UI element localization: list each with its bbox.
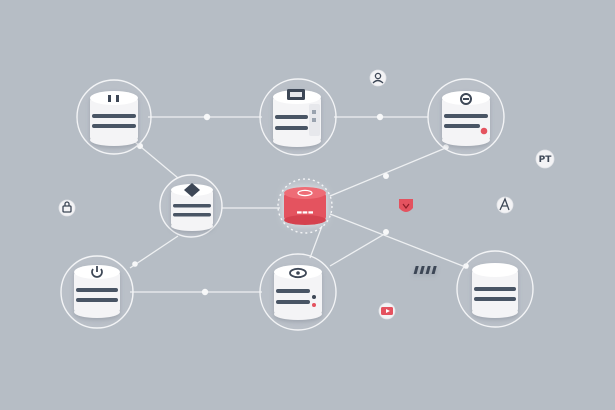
database-node-top-center[interactable] xyxy=(273,89,321,147)
edge-c-br xyxy=(329,213,469,269)
edge-dot xyxy=(201,288,209,296)
eye-icon xyxy=(289,267,307,279)
database-node-bottom-right[interactable] xyxy=(413,263,518,318)
database-node-bottom-left[interactable] xyxy=(74,265,120,318)
no-entry-icon xyxy=(460,93,472,105)
bars-icon xyxy=(413,266,437,274)
edge-ml-bl xyxy=(129,235,179,269)
database-node-bottom-center[interactable] xyxy=(274,265,322,320)
video-icon[interactable] xyxy=(378,302,396,320)
user-icon[interactable] xyxy=(369,69,387,87)
pause-icon xyxy=(108,95,119,102)
database-node-middle-left[interactable] xyxy=(171,183,213,231)
lock-icon[interactable] xyxy=(58,199,76,217)
database-node-top-right[interactable] xyxy=(442,91,490,146)
center-icon xyxy=(297,189,313,197)
diamond-icon xyxy=(184,183,200,197)
edge-c-bc xyxy=(309,225,323,259)
edge-dot xyxy=(132,261,138,267)
edge-dot xyxy=(383,229,389,235)
power-icon xyxy=(91,266,103,278)
signature-icon[interactable] xyxy=(496,196,514,214)
edge-dot xyxy=(383,173,389,179)
database-node-center[interactable]: ▬▬▬ xyxy=(284,187,326,225)
edge-bc-br xyxy=(329,231,389,267)
shield-icon[interactable] xyxy=(399,199,413,212)
edge-dot xyxy=(376,113,384,121)
pt-badge-icon[interactable]: PT xyxy=(535,149,555,169)
edge-c-tr xyxy=(329,146,449,197)
edge-dot xyxy=(463,263,469,269)
monitor-icon xyxy=(287,89,305,100)
pt-badge-label: PT xyxy=(539,155,553,165)
edge-dot xyxy=(203,113,211,121)
database-node-top-left[interactable] xyxy=(90,91,138,146)
central-node-label: ▬▬▬ xyxy=(296,209,313,216)
